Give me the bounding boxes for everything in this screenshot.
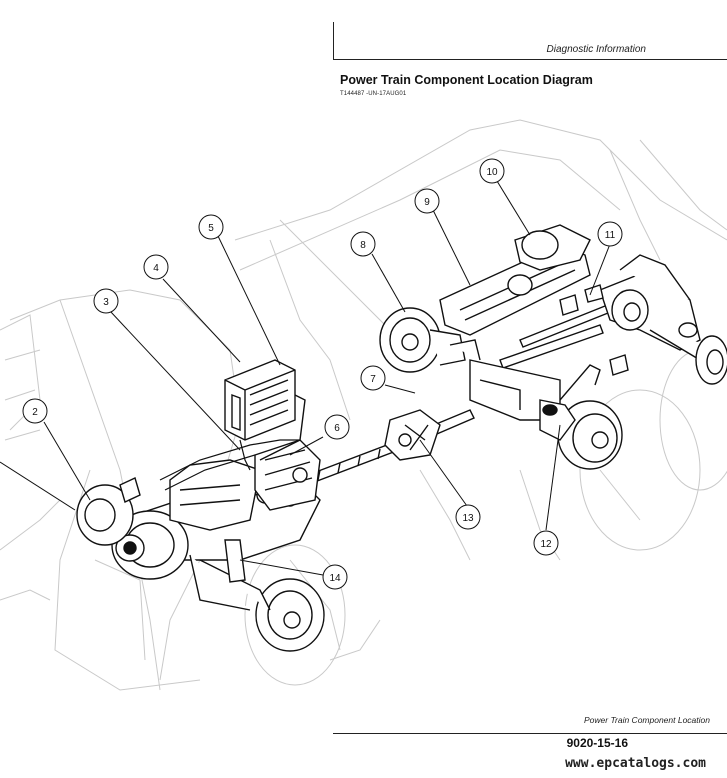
svg-text:7: 7 bbox=[370, 374, 376, 385]
callout-2: 2 bbox=[22, 398, 48, 424]
svg-text:13: 13 bbox=[462, 513, 474, 524]
svg-text:4: 4 bbox=[153, 263, 159, 274]
footer-rule bbox=[333, 733, 727, 734]
svg-text:12: 12 bbox=[540, 539, 552, 550]
rear-bogie bbox=[379, 224, 727, 470]
callouts bbox=[0, 180, 611, 576]
callout-7: 7 bbox=[360, 365, 386, 391]
svg-text:9: 9 bbox=[424, 197, 430, 208]
wiring-harness bbox=[159, 439, 300, 491]
callout-6: 6 bbox=[324, 414, 350, 440]
section-header: Diagnostic Information bbox=[546, 44, 647, 55]
callout-11: 11 bbox=[597, 221, 623, 247]
header-rule-vertical bbox=[333, 22, 334, 60]
svg-text:10: 10 bbox=[486, 167, 498, 178]
page-title: Power Train Component Location Diagram bbox=[340, 73, 593, 87]
page-number: 9020-15-16 bbox=[566, 736, 628, 750]
callout-10: 10 bbox=[479, 158, 505, 184]
svg-text:2: 2 bbox=[32, 407, 38, 418]
figure-caption: Power Train Component Location bbox=[584, 715, 710, 725]
watermark-text: www.epcatalogs.com bbox=[565, 756, 706, 771]
svg-text:6: 6 bbox=[334, 423, 340, 434]
callout-5: 5 bbox=[198, 214, 224, 240]
svg-text:3: 3 bbox=[103, 297, 109, 308]
svg-text:8: 8 bbox=[360, 240, 366, 251]
figure-reference: T144487 -UN-17AUG01 bbox=[340, 91, 407, 97]
svg-text:11: 11 bbox=[605, 230, 616, 241]
callout-14: 14 bbox=[322, 564, 348, 590]
transmission bbox=[254, 409, 441, 511]
control-module bbox=[224, 359, 306, 461]
callout-3: 3 bbox=[93, 288, 119, 314]
header-rule-horizontal bbox=[333, 59, 727, 60]
svg-text:5: 5 bbox=[208, 223, 214, 234]
svg-text:14: 14 bbox=[329, 573, 341, 584]
callout-9: 9 bbox=[414, 188, 440, 214]
callout-8: 8 bbox=[350, 231, 376, 257]
callout-4: 4 bbox=[143, 254, 169, 280]
callout-12: 12 bbox=[533, 530, 559, 556]
machine-outline bbox=[0, 119, 727, 691]
callout-13: 13 bbox=[455, 504, 481, 530]
